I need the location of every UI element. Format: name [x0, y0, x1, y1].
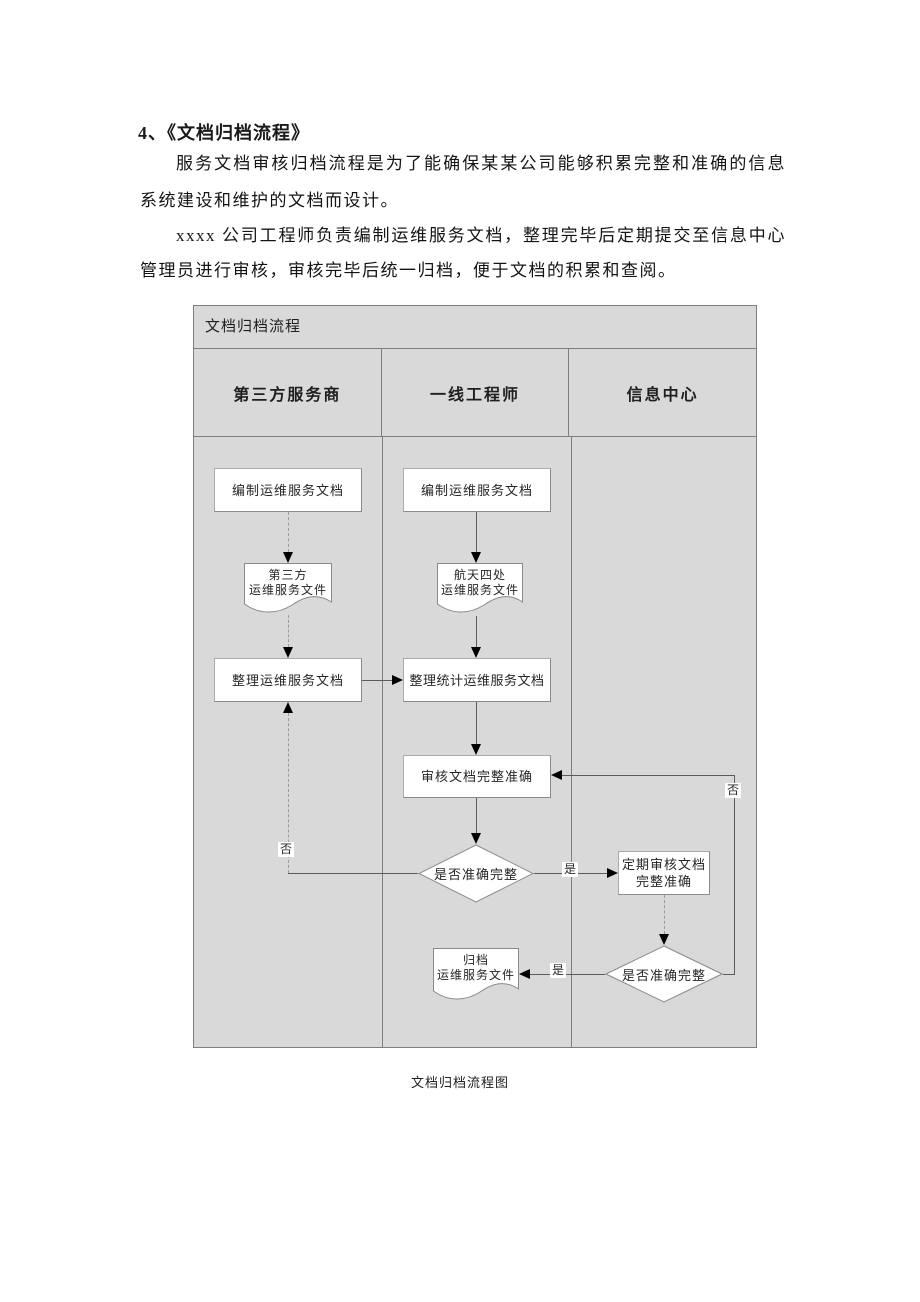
page-heading: 4、《文档归档流程》 — [138, 123, 310, 143]
lane-divider — [382, 437, 383, 1048]
connector-line — [288, 873, 418, 874]
node-archive-file-document-shape: 归档 运维服务文件 — [433, 948, 519, 1003]
node-periodic-review-line1: 定期审核文档 — [621, 857, 706, 872]
arrowhead-left-icon — [551, 770, 562, 780]
node-periodic-review: 定期审核文档 完整准确 — [618, 851, 710, 895]
arrowhead-down-icon — [283, 552, 293, 563]
node-vendor-organize: 整理运维服务文档 — [214, 658, 362, 702]
node-decision1: 是否准确完整 — [418, 844, 534, 903]
lane-header-row: 第三方服务商 一线工程师 信息中心 — [194, 349, 756, 437]
node-review: 审核文档完整准确 — [403, 755, 551, 798]
edge-label-no: 否 — [725, 783, 742, 798]
connector-line — [562, 775, 734, 776]
document-shape-icon — [244, 563, 332, 613]
node-vendor-compile: 编制运维服务文档 — [214, 468, 362, 512]
node-archive-file-line1: 归档 — [462, 953, 489, 967]
arrowhead-down-icon — [471, 833, 481, 844]
paragraph1-line2: 系统建设和维护的文档而设计。 — [140, 191, 399, 210]
connector-line — [664, 895, 665, 934]
node-engineer-compile: 编制运维服务文档 — [403, 468, 551, 512]
flowchart-caption: 文档归档流程图 — [410, 1075, 509, 1090]
connector-line — [476, 512, 477, 552]
arrowhead-left-icon — [519, 969, 530, 979]
flowchart: 文档归档流程 第三方服务商 一线工程师 信息中心 编制运维服务文档 第三方 运维… — [193, 305, 757, 1048]
diamond-shape-icon — [605, 945, 723, 1003]
node-archive-file-line2: 运维服务文件 — [436, 968, 515, 982]
paragraph2-line2: 管理员进行审核，审核完毕后统一归档，便于文档的积累和查阅。 — [140, 261, 677, 280]
arrowhead-down-icon — [659, 934, 669, 945]
arrowhead-right-icon — [607, 868, 618, 878]
flowchart-title: 文档归档流程 — [194, 306, 756, 349]
document-shape-icon — [433, 948, 519, 1000]
lane-header-info-center: 信息中心 — [568, 349, 756, 436]
connector-line — [476, 798, 477, 833]
connector-line — [362, 680, 393, 681]
node-vendor-file-line2: 运维服务文件 — [248, 583, 327, 597]
connector-line — [530, 974, 605, 975]
node-decision1-label: 是否准确完整 — [433, 867, 518, 882]
arrowhead-down-icon — [471, 647, 481, 658]
arrowhead-right-icon — [392, 675, 403, 685]
connector-line — [723, 974, 735, 975]
node-periodic-review-line2: 完整准确 — [635, 874, 692, 889]
document-shape-icon — [437, 563, 523, 613]
connector-line — [476, 702, 477, 744]
node-vendor-file-document-shape: 第三方 运维服务文件 — [244, 563, 332, 616]
edge-label-yes: 是 — [550, 963, 567, 978]
node-vendor-file-line1: 第三方 — [268, 568, 308, 582]
node-dept-file-document-shape: 航天四处 运维服务文件 — [437, 563, 523, 616]
paragraph2-line1: xxxx 公司工程师负责编制运维服务文档，整理完毕后定期提交至信息中心 — [176, 226, 786, 245]
arrowhead-down-icon — [471, 552, 481, 563]
lane-header-third-party: 第三方服务商 — [233, 386, 342, 404]
connector-line — [734, 775, 735, 974]
connector-line — [288, 615, 289, 647]
node-decision2: 是否准确完整 — [605, 945, 723, 1003]
node-engineer-organize: 整理统计运维服务文档 — [403, 658, 551, 702]
arrowhead-down-icon — [283, 647, 293, 658]
edge-label-yes: 是 — [562, 862, 579, 877]
node-decision2-label: 是否准确完整 — [621, 967, 706, 983]
diamond-shape-icon — [418, 844, 534, 903]
lane-header-engineer: 一线工程师 — [380, 349, 569, 436]
connector-line — [288, 512, 289, 552]
arrowhead-up-icon — [283, 702, 293, 713]
lane-divider — [571, 437, 572, 1048]
paragraph1-line1: 服务文档审核归档流程是为了能确保某某公司能够积累完整和准确的信息 — [176, 154, 786, 173]
node-dept-file-line1: 航天四处 — [453, 568, 506, 582]
node-dept-file-line2: 运维服务文件 — [440, 583, 519, 597]
edge-label-no: 否 — [278, 842, 295, 857]
connector-line — [288, 713, 289, 873]
arrowhead-down-icon — [471, 744, 481, 755]
connector-line — [476, 616, 477, 647]
